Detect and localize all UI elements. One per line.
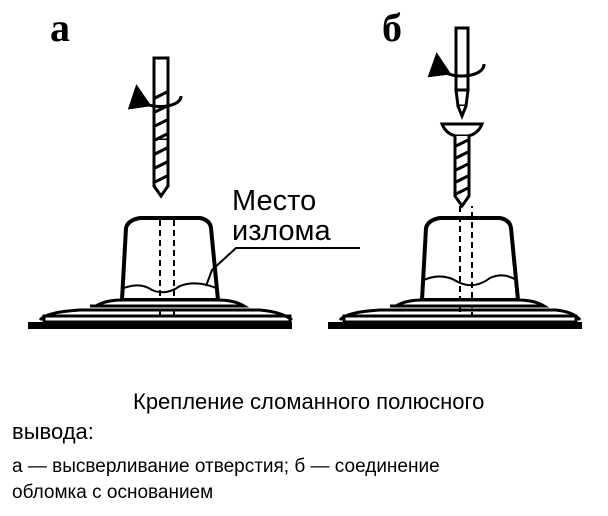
screw-icon xyxy=(439,122,485,209)
panel-a-drawing xyxy=(28,56,360,329)
caption-legend-line2: обломка с основанием xyxy=(12,482,214,503)
caption-legend-line1: а — высверливание отверстия; б — соедине… xyxy=(12,456,440,477)
callout-label-line2: излома xyxy=(232,215,331,247)
rotation-arrow-icon xyxy=(127,84,183,110)
panel-b-label: б xyxy=(382,5,402,50)
caption-title-line2: вывода: xyxy=(12,419,94,444)
caption-title-line1: Крепление сломанного полюсного xyxy=(133,389,485,414)
panel-b-drawing xyxy=(328,26,582,329)
drill-bit-icon xyxy=(152,56,170,199)
battery-base xyxy=(28,298,293,329)
screwdriver-icon xyxy=(454,26,470,121)
panel-a-label: а xyxy=(50,5,70,50)
battery-base xyxy=(328,298,582,329)
rotation-arrow-icon xyxy=(427,52,486,78)
terminal-post xyxy=(419,206,521,317)
callout-label-line1: Место xyxy=(232,185,317,217)
callout-leader xyxy=(205,247,360,287)
repair-diagram xyxy=(28,26,582,329)
